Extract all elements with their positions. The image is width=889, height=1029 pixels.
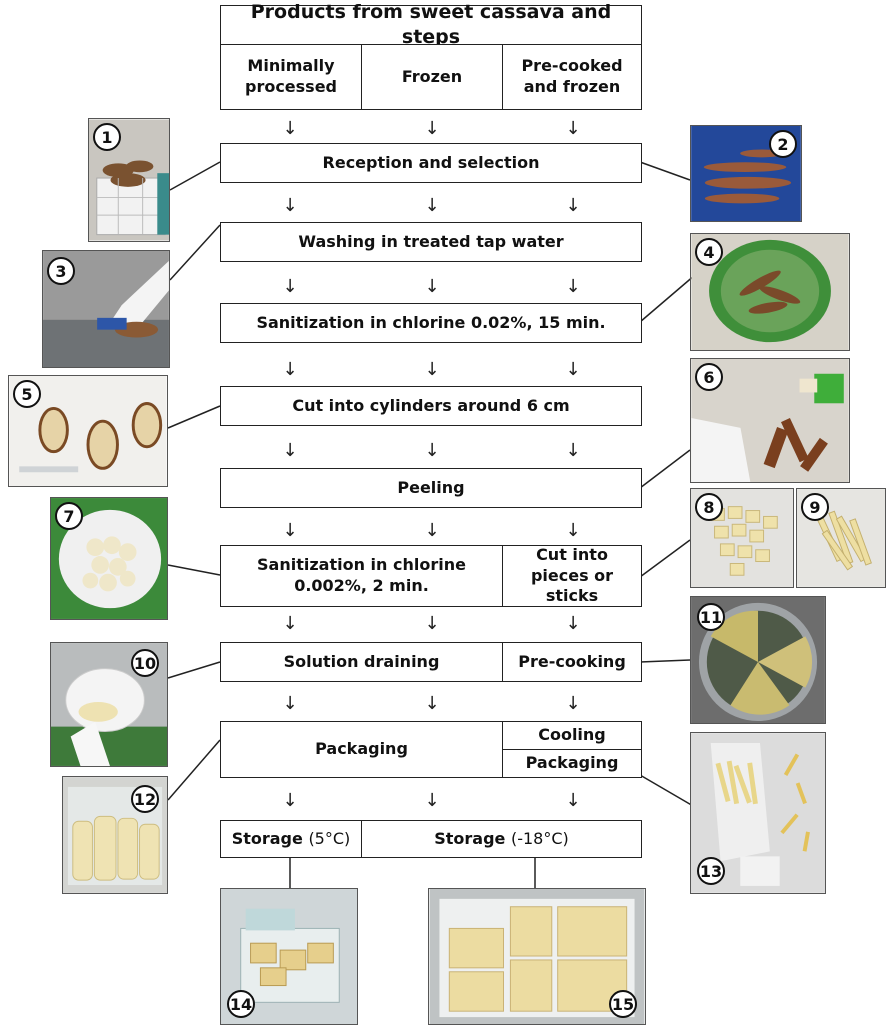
photo-number-badge: 2 xyxy=(769,130,797,158)
step-peeling: Peeling xyxy=(220,468,642,508)
photo-11-precooking: 11 xyxy=(690,596,826,724)
down-arrow-icon: ↓ xyxy=(565,276,581,297)
down-arrow-icon: ↓ xyxy=(565,790,581,811)
down-arrow-icon: ↓ xyxy=(282,613,298,634)
step-cut-pieces: Cut into pieces or sticks xyxy=(502,545,642,607)
photo-8-pieces: 8 xyxy=(690,488,794,588)
down-arrow-icon: ↓ xyxy=(424,790,440,811)
photo-number-badge: 1 xyxy=(93,123,121,151)
down-arrow-icon: ↓ xyxy=(565,440,581,461)
down-arrow-icon: ↓ xyxy=(282,520,298,541)
down-arrow-icon: ↓ xyxy=(424,359,440,380)
down-arrow-icon: ↓ xyxy=(565,613,581,634)
photo-1-crate: 1 xyxy=(88,118,170,242)
photo-number-badge: 5 xyxy=(13,380,41,408)
down-arrow-icon: ↓ xyxy=(565,195,581,216)
down-arrow-icon: ↓ xyxy=(282,276,298,297)
storage-frozen-label: Storage xyxy=(434,828,506,848)
down-arrow-icon: ↓ xyxy=(282,693,298,714)
photo-2-roots: 2 xyxy=(690,125,802,222)
down-arrow-icon: ↓ xyxy=(282,195,298,216)
photo-number-badge: 9 xyxy=(801,493,829,521)
photo-7-basket: 7 xyxy=(50,497,168,620)
photo-number-badge: 15 xyxy=(609,990,637,1018)
step-packaging: Packaging xyxy=(220,721,503,778)
photo-number-badge: 6 xyxy=(695,363,723,391)
photo-5-cylinders: 5 xyxy=(8,375,168,487)
photo-9-sticks: 9 xyxy=(796,488,886,588)
photo-14-refrigerator: 14 xyxy=(220,888,358,1025)
photo-3-washing: 3 xyxy=(42,250,170,368)
down-arrow-icon: ↓ xyxy=(565,118,581,139)
photo-number-badge: 12 xyxy=(131,785,159,813)
cassava-crate-image xyxy=(89,119,169,241)
cassava-sticks-image xyxy=(797,489,885,587)
down-arrow-icon: ↓ xyxy=(565,359,581,380)
photo-number-badge: 3 xyxy=(47,257,75,285)
column-frozen: Frozen xyxy=(361,44,503,110)
down-arrow-icon: ↓ xyxy=(282,359,298,380)
down-arrow-icon: ↓ xyxy=(424,693,440,714)
header-title: Products from sweet cassava and steps xyxy=(220,1,642,48)
photo-number-badge: 13 xyxy=(697,857,725,885)
column-pre-cooked-frozen: Pre-cooked and frozen xyxy=(502,44,642,110)
down-arrow-icon: ↓ xyxy=(424,440,440,461)
step-packaging-2: Packaging xyxy=(502,749,642,778)
down-arrow-icon: ↓ xyxy=(424,195,440,216)
down-arrow-icon: ↓ xyxy=(424,520,440,541)
washing-image xyxy=(43,251,169,367)
step-reception: Reception and selection xyxy=(220,143,642,183)
step-draining: Solution draining xyxy=(220,642,503,682)
step-precooking: Pre-cooking xyxy=(502,642,642,682)
storage-cold-label: Storage xyxy=(231,828,303,848)
photo-6-peeling: 6 xyxy=(690,358,850,483)
photo-4-sanitization-bowl: 4 xyxy=(690,233,850,351)
step-washing: Washing in treated tap water xyxy=(220,222,642,262)
down-arrow-icon: ↓ xyxy=(424,613,440,634)
column-minimally-processed: Minimally processed xyxy=(220,44,362,110)
photo-number-badge: 7 xyxy=(55,502,83,530)
down-arrow-icon: ↓ xyxy=(565,520,581,541)
down-arrow-icon: ↓ xyxy=(424,118,440,139)
photo-10-draining: 10 xyxy=(50,642,168,767)
step-sanitization-1: Sanitization in chlorine 0.02%, 15 min. xyxy=(220,303,642,343)
down-arrow-icon: ↓ xyxy=(282,118,298,139)
photo-15-freezer: 15 xyxy=(428,888,646,1025)
photo-number-badge: 10 xyxy=(131,649,159,677)
vacuum-package-image xyxy=(63,777,167,893)
step-cut-cylinders: Cut into cylinders around 6 cm xyxy=(220,386,642,426)
photo-number-badge: 4 xyxy=(695,238,723,266)
step-storage-frozen: Storage (-18°C) xyxy=(361,820,642,858)
down-arrow-icon: ↓ xyxy=(282,790,298,811)
down-arrow-icon: ↓ xyxy=(565,693,581,714)
packaged-sticks-image xyxy=(691,733,825,893)
down-arrow-icon: ↓ xyxy=(282,440,298,461)
storage-cold-temp: (5°C) xyxy=(308,828,351,848)
down-arrow-icon: ↓ xyxy=(424,276,440,297)
photo-number-badge: 8 xyxy=(695,493,723,521)
photo-12-package: 12 xyxy=(62,776,168,894)
refrigerator-image xyxy=(221,889,357,1024)
freezer-image xyxy=(429,889,645,1024)
photo-number-badge: 14 xyxy=(227,990,255,1018)
precooking-pot-image xyxy=(691,597,825,723)
step-storage-cold: Storage (5°C) xyxy=(220,820,362,858)
photo-number-badge: 11 xyxy=(697,603,725,631)
step-cooling: Cooling xyxy=(502,721,642,750)
step-sanitization-2: Sanitization in chlorine 0.002%, 2 min. xyxy=(220,545,503,607)
storage-frozen-temp: (-18°C) xyxy=(510,828,569,848)
basket-image xyxy=(51,498,167,619)
photo-13-packaged-sticks: 13 xyxy=(690,732,826,894)
